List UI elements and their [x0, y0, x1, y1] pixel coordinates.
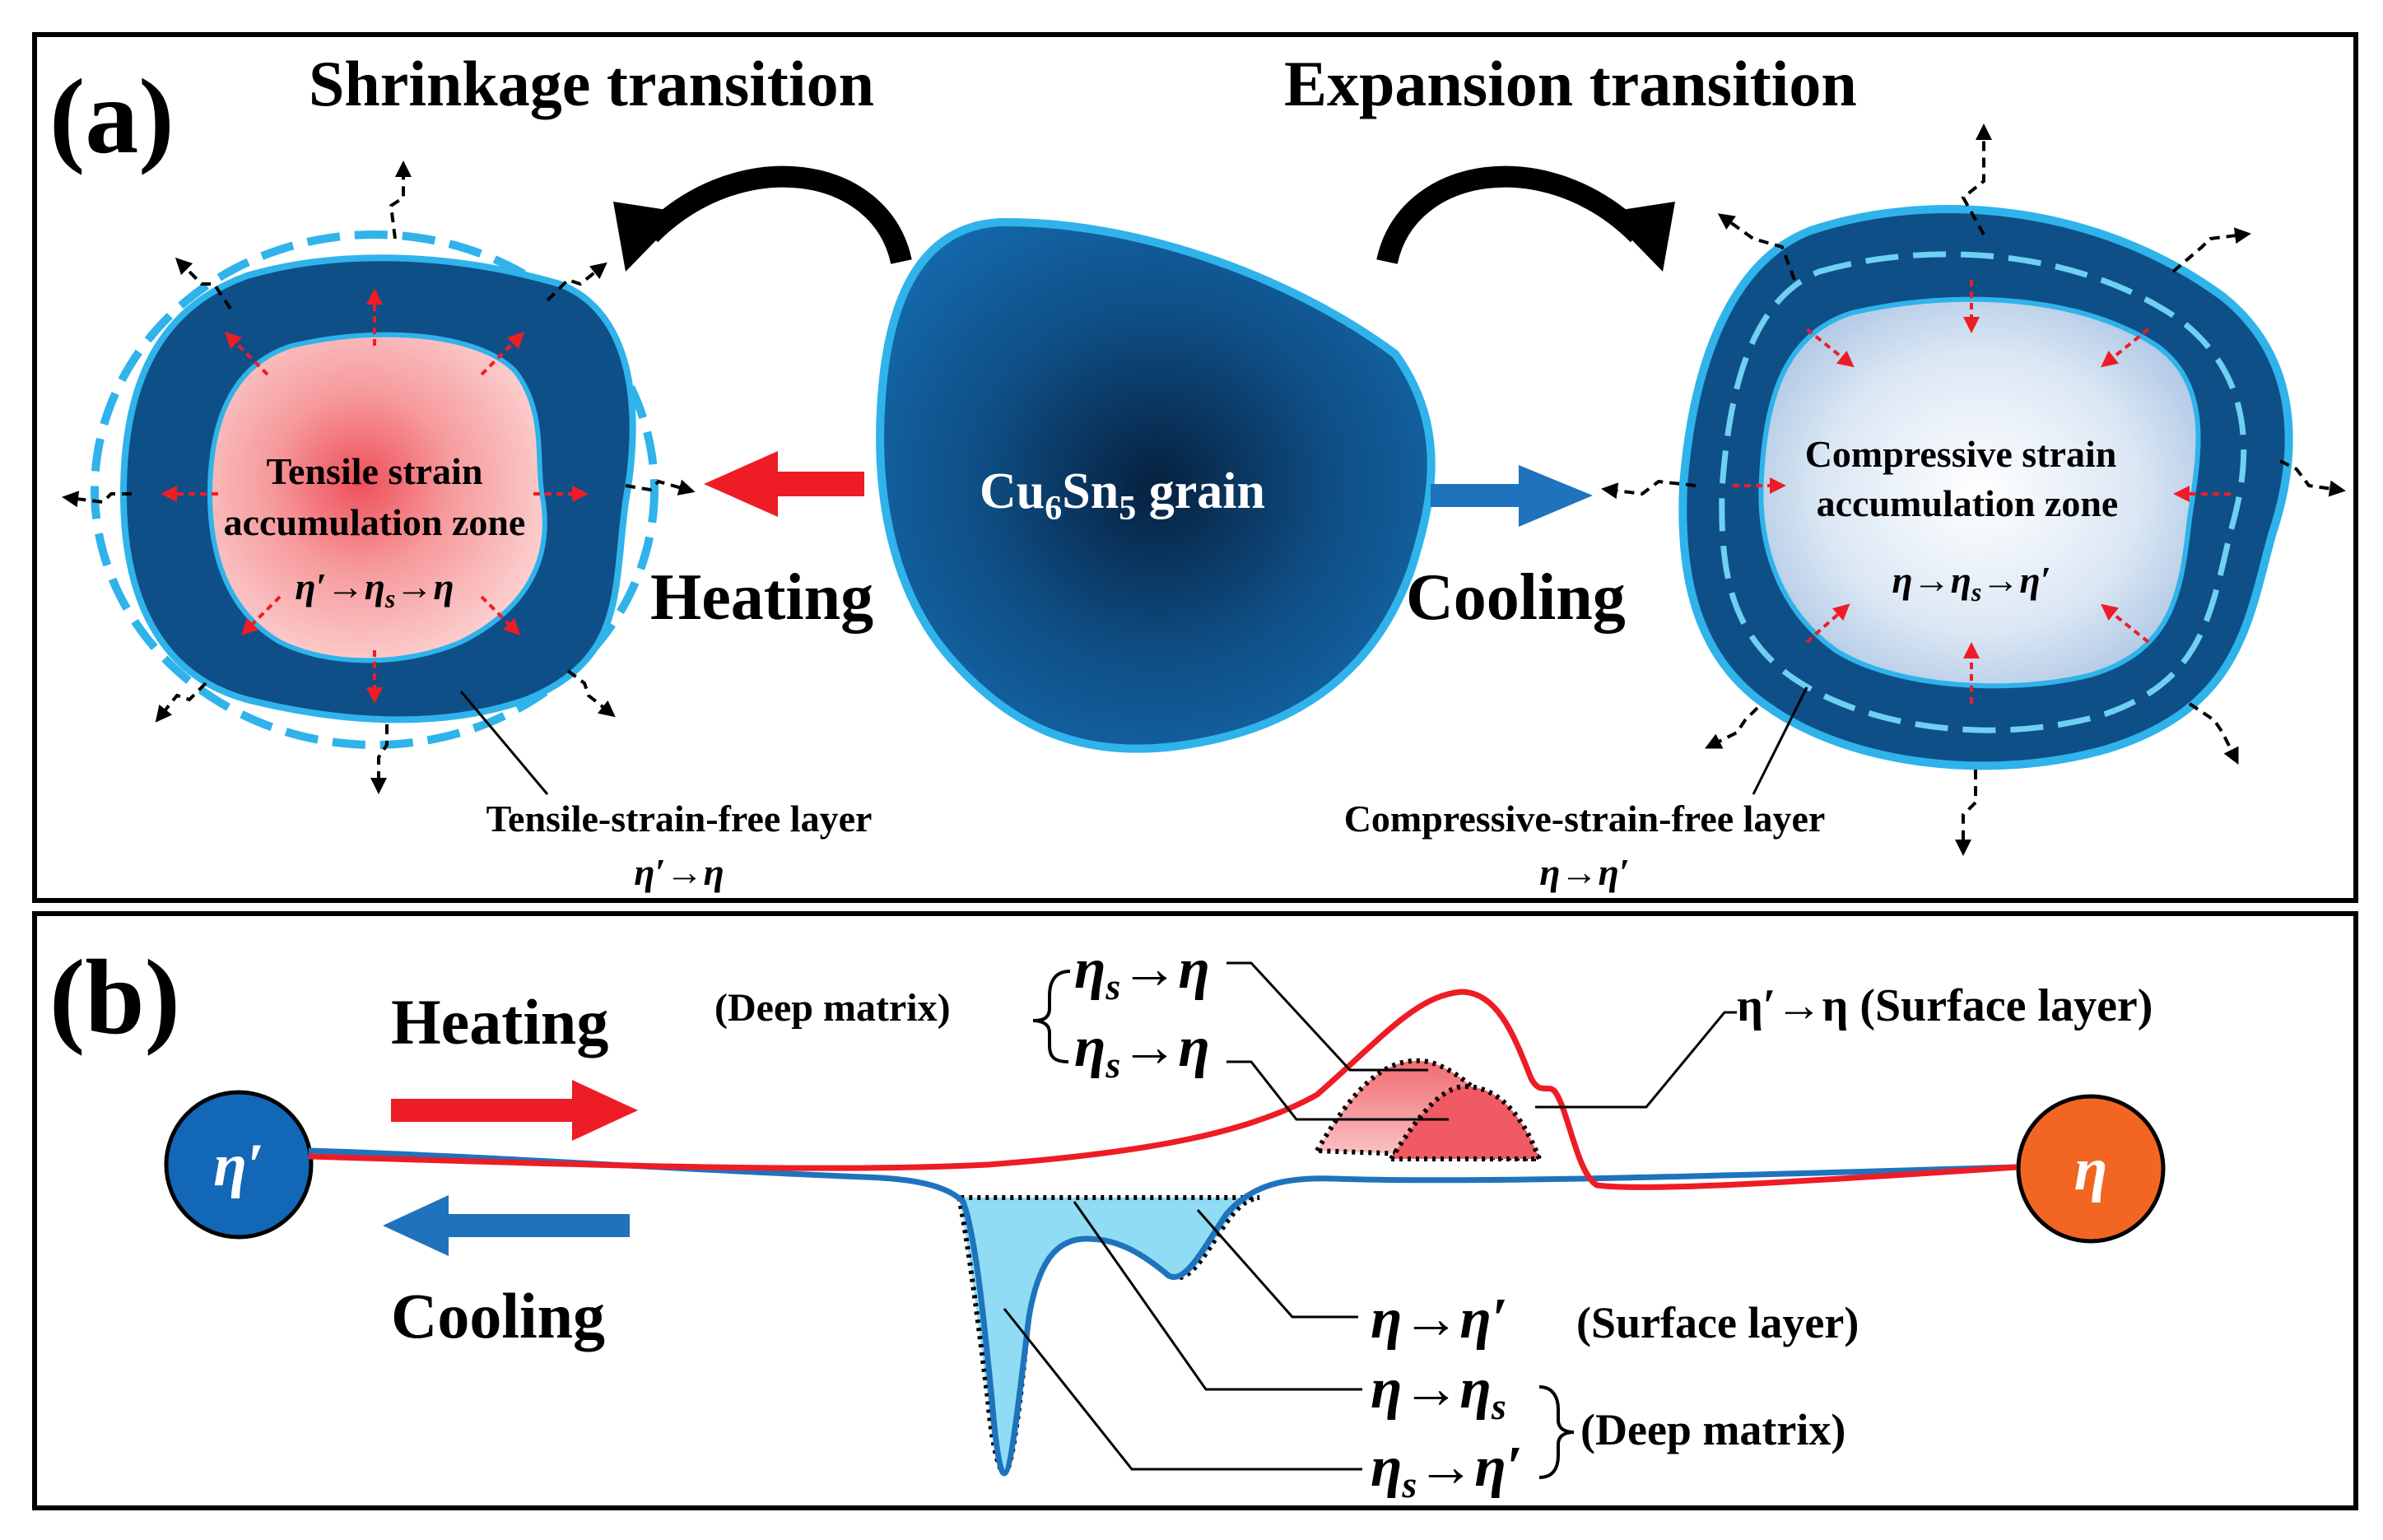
right-layer-leader [1752, 686, 1808, 795]
heating-arrow [704, 451, 864, 517]
panel-b-label: (b) [49, 938, 180, 1057]
cooling-leader3 [1003, 1308, 1362, 1471]
original-boundary-dashed-right [1719, 251, 2247, 733]
cooling-label-b: Cooling [391, 1280, 605, 1352]
expanded-grain: Compressive strain accumulation zone η→η… [1344, 123, 2346, 893]
shrink-black-arrows [62, 161, 696, 794]
expansion-curved-arrow [1376, 165, 1675, 272]
heating-arrow-b [391, 1080, 638, 1141]
heating-label-a: Heating [650, 561, 873, 634]
heating-curve-group [308, 989, 2018, 1190]
grain-label: Cu6Sn5 grain [980, 463, 1265, 528]
tensile-zone-transform: η′→ηs→η [295, 565, 454, 613]
compressive-strain-arrows [1733, 280, 2231, 704]
cooling-deep2-label: ηs→η′ [1371, 1435, 1522, 1505]
heating-leader2 [1226, 1060, 1449, 1121]
eta-label: η [2074, 1136, 2108, 1203]
cooling-deep1-label: η→ηs [1371, 1357, 1506, 1427]
heating-leader1 [1226, 961, 1428, 1072]
panel-a-label: (a) [49, 58, 175, 176]
heating-fill-peak2 [1386, 1083, 1543, 1161]
right-layer-name: Compressive-strain-free layer [1344, 798, 1826, 840]
heating-peak2-label: ηs→η [1074, 1016, 1210, 1086]
panel-a-frame [32, 32, 2358, 903]
cooling-arrow-b [383, 1195, 630, 1256]
shrinkage-curved-arrow [613, 165, 912, 272]
right-layer-transform: η→η′ [1539, 851, 1629, 893]
expand-black-arrows [1601, 123, 2346, 856]
shrunk-grain: Tensile strain accumulation zone η′→ηs→η [62, 161, 873, 893]
cooling-surface-label: (Surface layer) [1576, 1298, 1859, 1347]
heating-peak1-label: ηs→η [1074, 937, 1210, 1007]
cooling-annotations: η→η′ (Surface layer) η→ηs ηs→η′ (Deep ma… [1003, 1201, 1859, 1505]
panel-b-frame [32, 911, 2358, 1510]
cooling-brace [1538, 1385, 1575, 1479]
heating-leader3 [1535, 1011, 1737, 1109]
tensile-zone [207, 332, 547, 663]
cooling-surface-transform: η→η′ [1371, 1287, 1508, 1351]
cu6sn5-grain: Cu6Sn5 grain [876, 217, 1436, 753]
heating-label-b: Heating [391, 986, 608, 1058]
tensile-strain-arrows [161, 288, 589, 704]
eta-prime-circle: η′ [164, 1090, 314, 1240]
cooling-curve-group [308, 1147, 2018, 1477]
cooling-deep-matrix: (Deep matrix) [1580, 1405, 1845, 1454]
heating-curve [308, 989, 2018, 1190]
cooling-leader2 [1073, 1201, 1362, 1391]
cooling-curve [308, 1147, 2018, 1477]
left-layer-leader [459, 691, 549, 795]
original-boundary-dashed [91, 230, 659, 749]
left-layer-name: Tensile-strain-free layer [486, 798, 873, 840]
compressive-zone-line2: accumulation zone [1817, 482, 2119, 524]
heating-deep-matrix: (Deep matrix) [714, 986, 951, 1030]
heating-annotations: (Deep matrix) ηs→η ηs→η η′→η (Surface la… [714, 937, 2153, 1121]
tensile-zone-line2: accumulation zone [224, 501, 526, 543]
right-title: Expansion transition [1284, 48, 1857, 119]
heating-surface-label: η′→η (Surface layer) [1737, 980, 2153, 1031]
compressive-zone [1758, 296, 2201, 689]
left-title: Shrinkage transition [309, 48, 874, 119]
cooling-arrow [1431, 465, 1593, 527]
eta-circle: η [2016, 1094, 2166, 1244]
left-layer-transform: η′→η [634, 851, 724, 893]
cooling-label-a: Cooling [1406, 561, 1626, 634]
tensile-zone-line1: Tensile strain [267, 450, 483, 492]
cooling-leader1 [1196, 1209, 1358, 1319]
heating-brace [1032, 970, 1071, 1063]
compressive-zone-line1: Compressive strain [1805, 433, 2117, 475]
eta-prime-label: η′ [213, 1132, 263, 1199]
